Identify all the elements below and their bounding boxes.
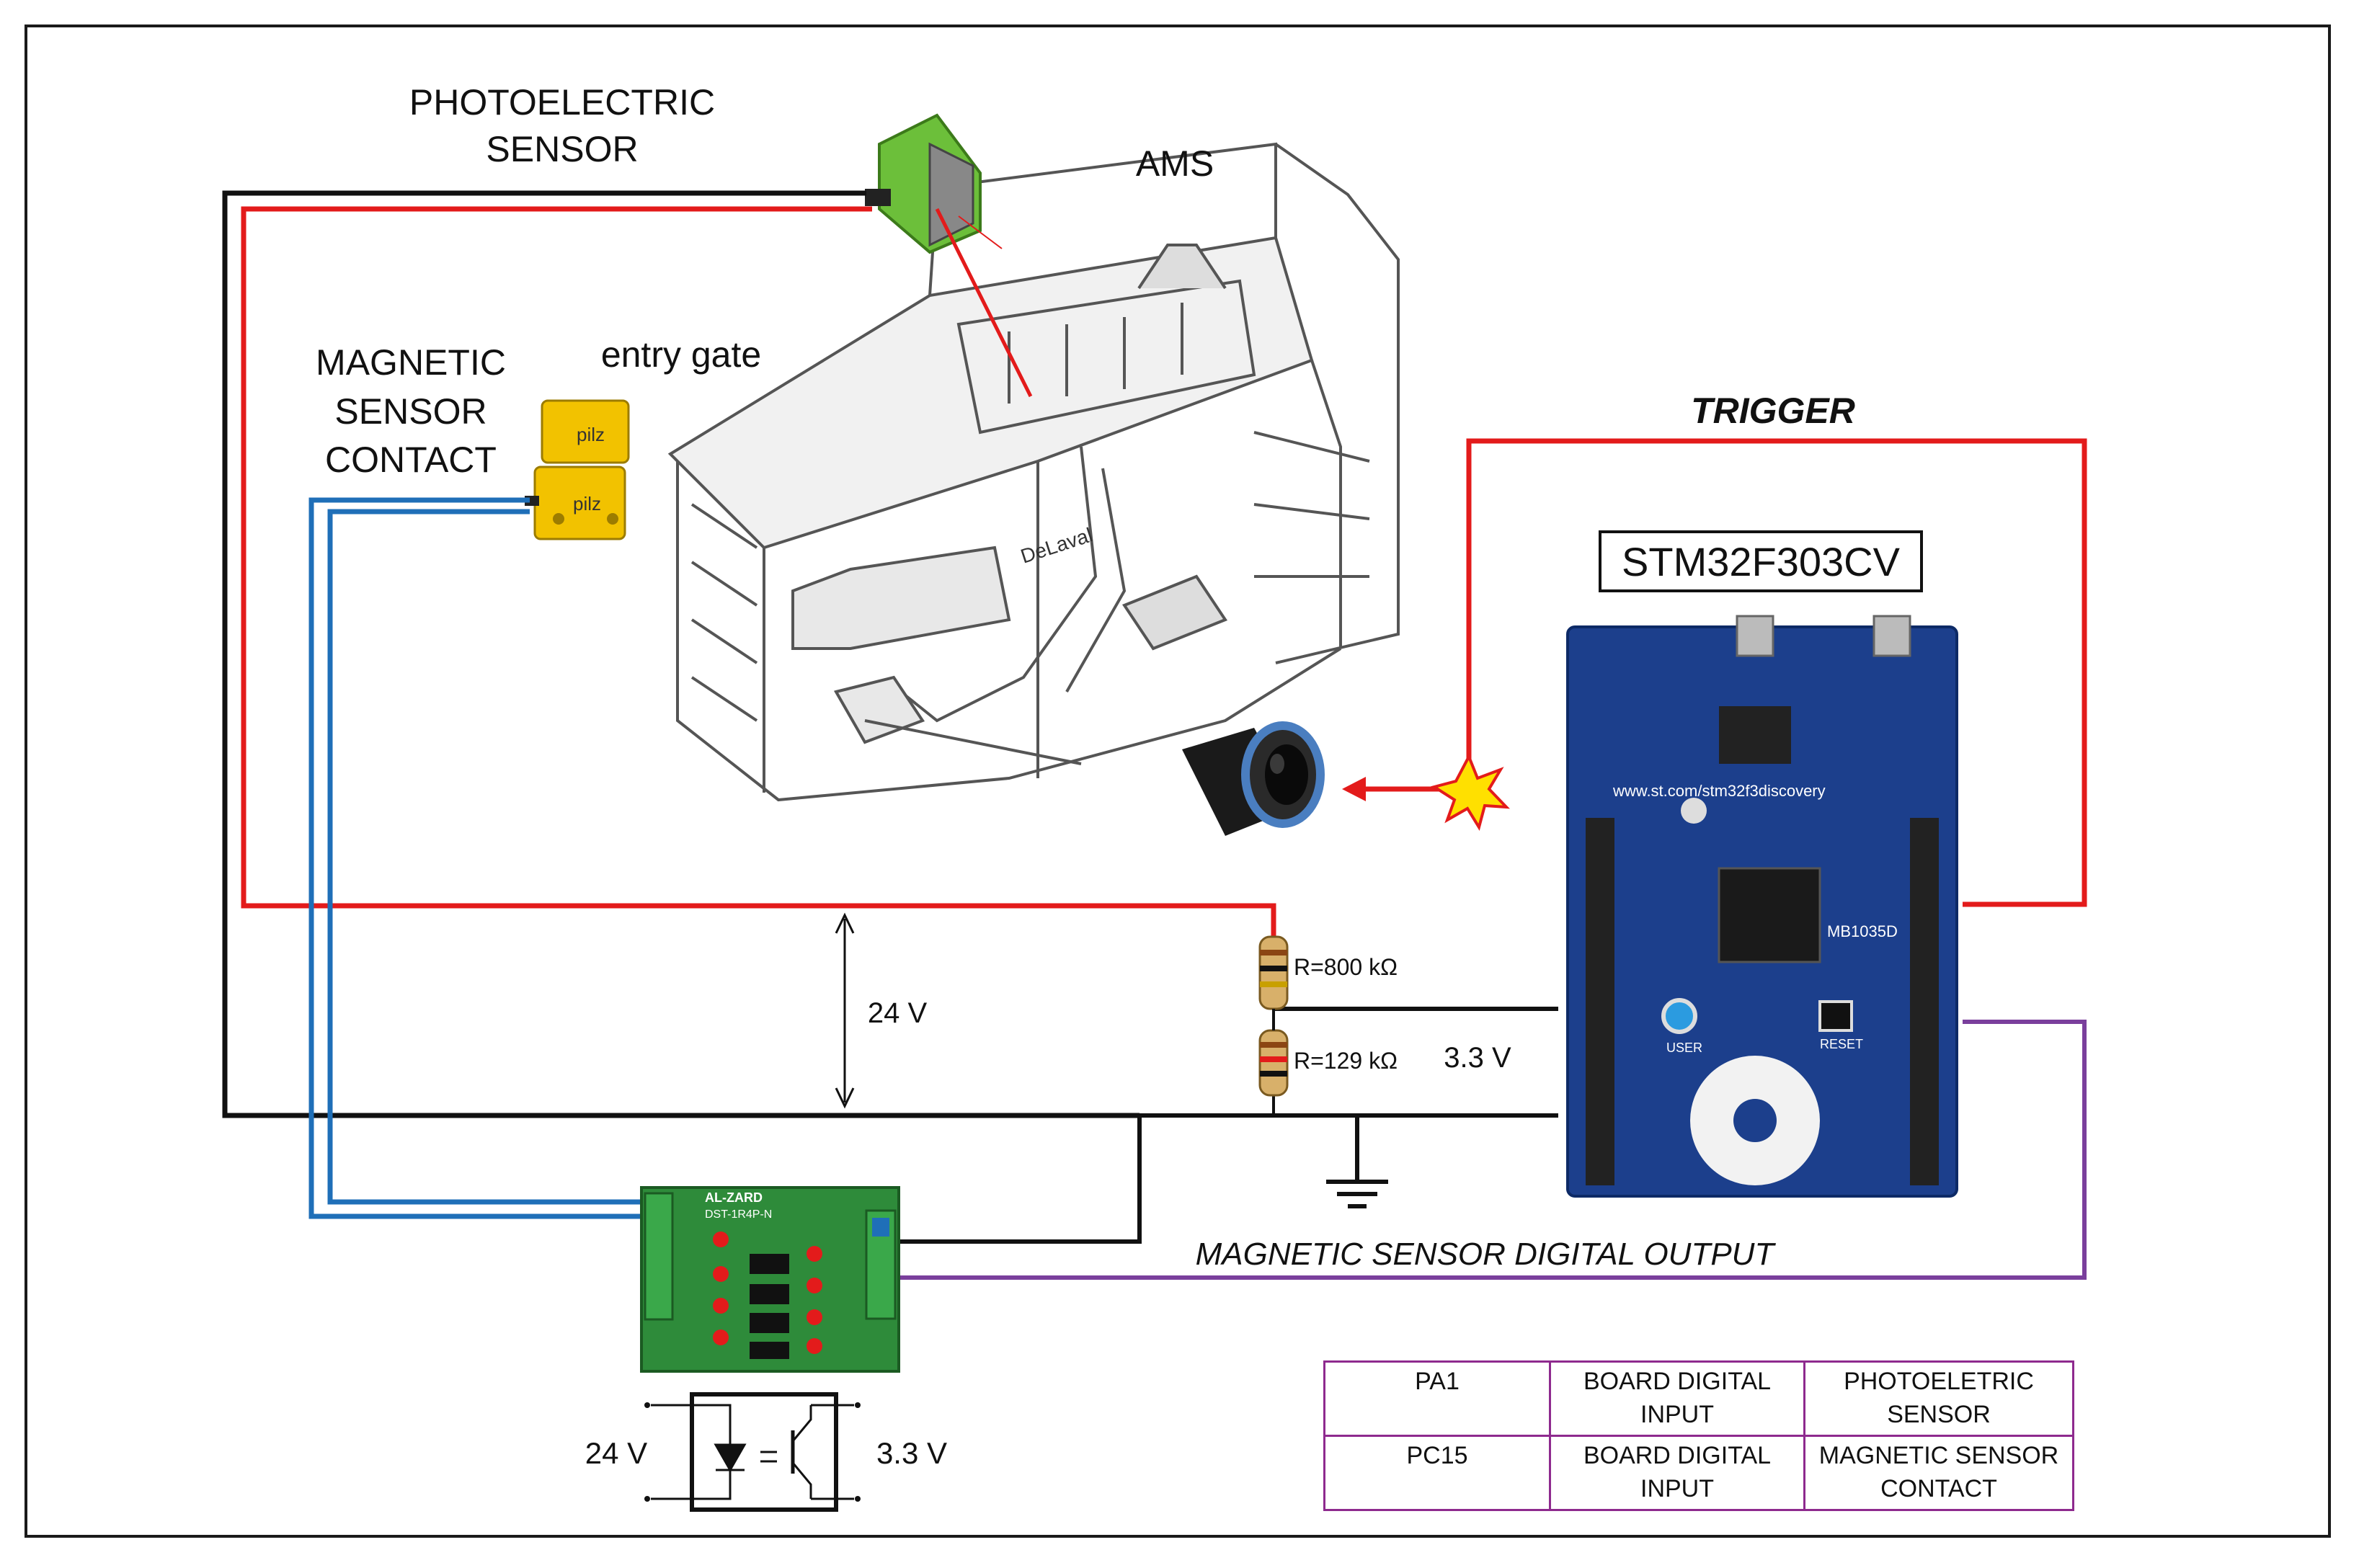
trigger-wire (1466, 438, 2087, 907)
table-row: PC15 BOARD DIGITAL INPUT MAGNETIC SENSOR… (1323, 1434, 2074, 1511)
board-user-label: USER (1666, 1041, 1702, 1055)
photoelectric-sensor-icon (865, 113, 982, 254)
thermal-camera-icon (1182, 721, 1325, 836)
table-cell: PC15 (1323, 1434, 1551, 1511)
magnetic-output-label: MAGNETIC SENSOR DIGITAL OUTPUT (1195, 1237, 1774, 1272)
table-cell: MAGNETIC SENSOR CONTACT (1803, 1434, 2074, 1511)
resistor-icon (1258, 935, 1289, 1010)
ams-label: AMS (1135, 143, 1214, 184)
divider-voltage-label: 3.3 V (1444, 1042, 1511, 1074)
pin-table: PA1 BOARD DIGITAL INPUT PHOTOELETRIC SEN… (1323, 1360, 2074, 1511)
light-beam-short (958, 215, 1003, 249)
stm32-board-icon (1566, 615, 1958, 1198)
mcu-title: STM32F303CV (1599, 530, 1923, 592)
robot-brand: DeLaval (1018, 523, 1095, 567)
board-code: MB1035D (1827, 922, 1898, 940)
milking-robot-icon (667, 142, 1400, 802)
table-row: PA1 BOARD DIGITAL INPUT PHOTOELETRIC SEN… (1323, 1360, 2074, 1437)
resistor-top-label: R=800 kΩ (1294, 954, 1398, 980)
relay-model: DST-1R4P-N (705, 1208, 772, 1221)
red-wire-supply (241, 206, 1276, 937)
magnetic-contact-icon (525, 399, 630, 540)
board-reset-label: RESET (1820, 1037, 1863, 1051)
relay-board-icon (640, 1186, 900, 1373)
black-wire-main (222, 190, 1139, 1118)
relay-brand: AL-ZARD (705, 1190, 763, 1205)
trigger-label: TRIGGER (1691, 391, 1855, 431)
ground-icon (1326, 1115, 1388, 1208)
black-wire-relay (899, 1115, 1142, 1244)
photoelectric-sensor-label: PHOTOELECTRIC SENSOR (409, 82, 716, 169)
entry-gate-label: entry gate (600, 334, 762, 375)
table-cell: BOARD DIGITAL INPUT (1549, 1360, 1805, 1437)
table-cell: PA1 (1323, 1360, 1551, 1437)
bus-voltage-label: 24 V (867, 997, 928, 1029)
table-cell: PHOTOELETRIC SENSOR (1803, 1360, 2074, 1437)
voltage-arrow-24v (835, 912, 855, 1109)
pilz-label-top: pilz (577, 424, 605, 445)
table-cell: BOARD DIGITAL INPUT (1549, 1434, 1805, 1511)
opto-left-voltage: 24 V (585, 1436, 648, 1470)
magnetic-sensor-label: MAGNETIC SENSOR CONTACT (316, 342, 506, 480)
pilz-label-bottom: pilz (573, 493, 601, 514)
opto-right-voltage: 3.3 V (876, 1436, 948, 1470)
optocoupler-icon (651, 1392, 854, 1512)
diagram-frame (25, 24, 2331, 1538)
blue-wire-outer (308, 497, 654, 1219)
purple-wire (899, 1020, 2087, 1280)
board-url: www.st.com/stm32f3discovery (1612, 782, 1826, 800)
resistor-icon-2 (1258, 1029, 1289, 1097)
resistor-bottom-label: R=129 kΩ (1294, 1048, 1398, 1074)
light-beam (935, 208, 1033, 398)
spark-icon (1431, 753, 1511, 832)
blue-wire-inner (327, 509, 654, 1205)
